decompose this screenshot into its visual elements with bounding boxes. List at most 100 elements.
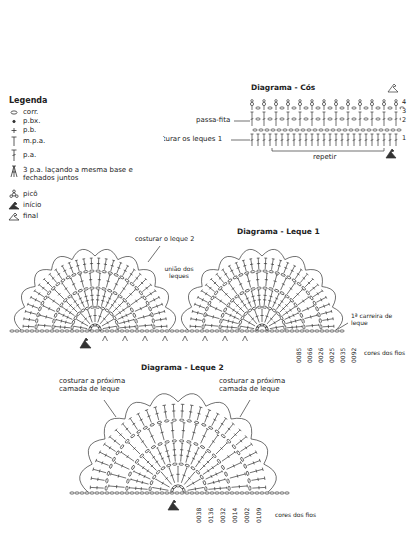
stitch-mark [244,452,256,458]
stitch-top [287,112,290,113]
yarn-color-code: 0025 [329,347,336,364]
chain-mark [20,330,24,332]
chain-mark [140,492,144,494]
stitch-top [159,424,162,426]
chain-mark [244,271,249,274]
chain-mark [56,307,60,312]
stitch-top [281,134,284,135]
stitch-mark [133,274,140,283]
chain-mark [234,294,239,298]
chain-mark [131,465,135,470]
stitch-top [90,486,91,490]
stitch-bar [122,465,123,468]
stitch-bar [303,277,305,279]
stitch-bar [213,481,215,484]
stitch-top [224,478,226,480]
stitch-top [208,409,211,410]
chain-mark [330,330,334,332]
stitch-top [210,278,212,280]
chain-mark [117,325,120,330]
stitch-bar [63,270,66,271]
stitch-top [34,290,36,292]
chain-mark [280,118,284,120]
chain-mark [224,472,228,477]
stitch-bar [136,479,138,482]
stitch-top [335,134,338,135]
stitch-bar [160,318,162,321]
stitch-mark [300,112,301,126]
stitch-mark [264,290,265,305]
chain-mark [292,107,296,109]
picot-mark [358,102,361,105]
stitch-bar [193,482,195,485]
stitch-mark [366,134,367,146]
stitch-mark [300,106,301,110]
chain-mark [115,330,119,332]
stitch-bar [130,293,132,295]
chain-mark [210,330,214,332]
stitch-mark [56,270,62,279]
stitch-mark [157,448,165,465]
chain-mark [376,107,380,109]
chain-mark [225,492,229,494]
stitch-top [114,461,115,464]
stitch-mark [144,458,157,471]
stitch-top [228,265,231,266]
stitch-top [129,417,132,419]
stitch-mark [135,306,147,311]
chain-mark [280,492,284,494]
chain-mark [30,330,34,332]
leader-line [148,246,160,262]
scallop-mark [52,256,73,270]
chain-mark [75,330,79,332]
chain-mark [116,450,120,455]
chain-mark [285,294,290,298]
chain-mark [60,330,64,332]
picot-mark [334,102,337,105]
stitch-mark [62,283,69,294]
repeat-bracket [272,148,384,151]
stitch-bar [151,465,153,467]
stitch-top [262,468,264,471]
chain-mark [215,492,219,494]
chain-mark [205,306,209,311]
legend-text: p.a. [22,151,164,159]
chain-mark [319,129,323,131]
stitch-mark [223,270,229,279]
stitch-bar [118,475,120,478]
chain-mark [379,129,383,131]
chain-mark [203,480,207,485]
stitch-bar [248,302,251,303]
stitch-top [269,134,272,135]
stitch-bar [192,432,195,434]
stitch-mark [305,279,313,287]
chain-mark [52,319,55,324]
stitch-mark [250,469,263,472]
scallop-mark [239,249,262,259]
chain-mark [43,295,47,300]
stitch-mark [273,275,276,288]
stitch-bar [111,265,114,267]
stitch-bar [224,273,227,275]
stitch-mark [77,320,88,327]
stitch-bar [296,325,297,328]
stitch-mark [76,260,79,271]
chain-mark [160,330,164,332]
chain-mark [85,307,90,311]
stitch-mark [360,112,361,126]
stitch-bar [115,284,118,285]
stitch-bar [136,277,138,279]
scallop-mark [231,418,252,439]
stitch-top [257,134,260,135]
stitch-mark [384,106,385,110]
stitch-top [128,442,130,444]
chain-mark [179,440,184,443]
stitch-mark [223,320,237,324]
stitch-top [94,309,96,310]
chain-mark [102,270,107,273]
chain-mark [114,273,119,277]
chain-mark [297,307,301,312]
chain-mark [269,287,274,290]
stitch-mark [92,290,93,305]
stitch-top [190,444,192,446]
